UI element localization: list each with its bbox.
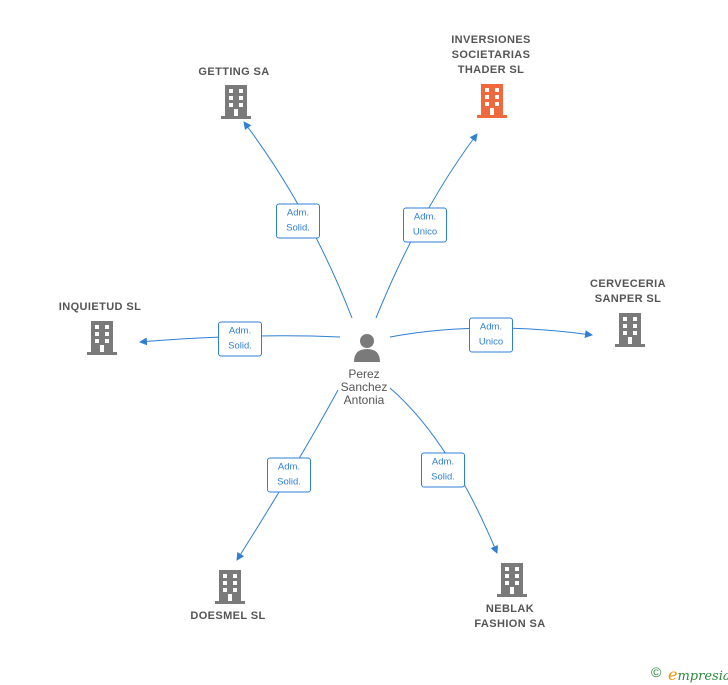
person-icon[interactable] [351,332,383,362]
building-icon[interactable] [497,563,527,597]
company-label-cerveceria[interactable]: CERVECERIA SANPER SL [590,278,666,305]
person-name[interactable]: Perez Sanchez Antonia [340,367,388,407]
copyright-icon: © [651,664,662,680]
relation-label[interactable]: Adm. Unico [403,207,447,243]
building-icon[interactable] [477,84,507,118]
brand-initial: e [668,665,678,684]
company-label-doesmel[interactable]: DOESMEL SL [190,610,266,622]
building-icon[interactable] [615,313,645,347]
company-label-neblak[interactable]: NEBLAK FASHION SA [474,603,546,630]
relation-label[interactable]: Adm. Unico [469,317,513,353]
brand-rest: mpresia [677,669,728,684]
company-label-getting[interactable]: GETTING SA [198,66,270,78]
company-label-inversiones[interactable]: INVERSIONES SOCIETARIAS THADER SL [451,34,531,76]
relation-label[interactable]: Adm. Solid. [267,457,311,493]
building-icon[interactable] [215,570,245,604]
relation-label[interactable]: Adm. Solid. [421,452,465,488]
brand-logo[interactable]: empresia [668,665,728,684]
building-icon[interactable] [221,85,251,119]
relation-label[interactable]: Adm. Solid. [276,203,320,239]
company-label-inquietud[interactable]: INQUIETUD SL [58,301,142,313]
relation-label[interactable]: Adm. Solid. [218,321,262,357]
building-icon[interactable] [87,321,117,355]
